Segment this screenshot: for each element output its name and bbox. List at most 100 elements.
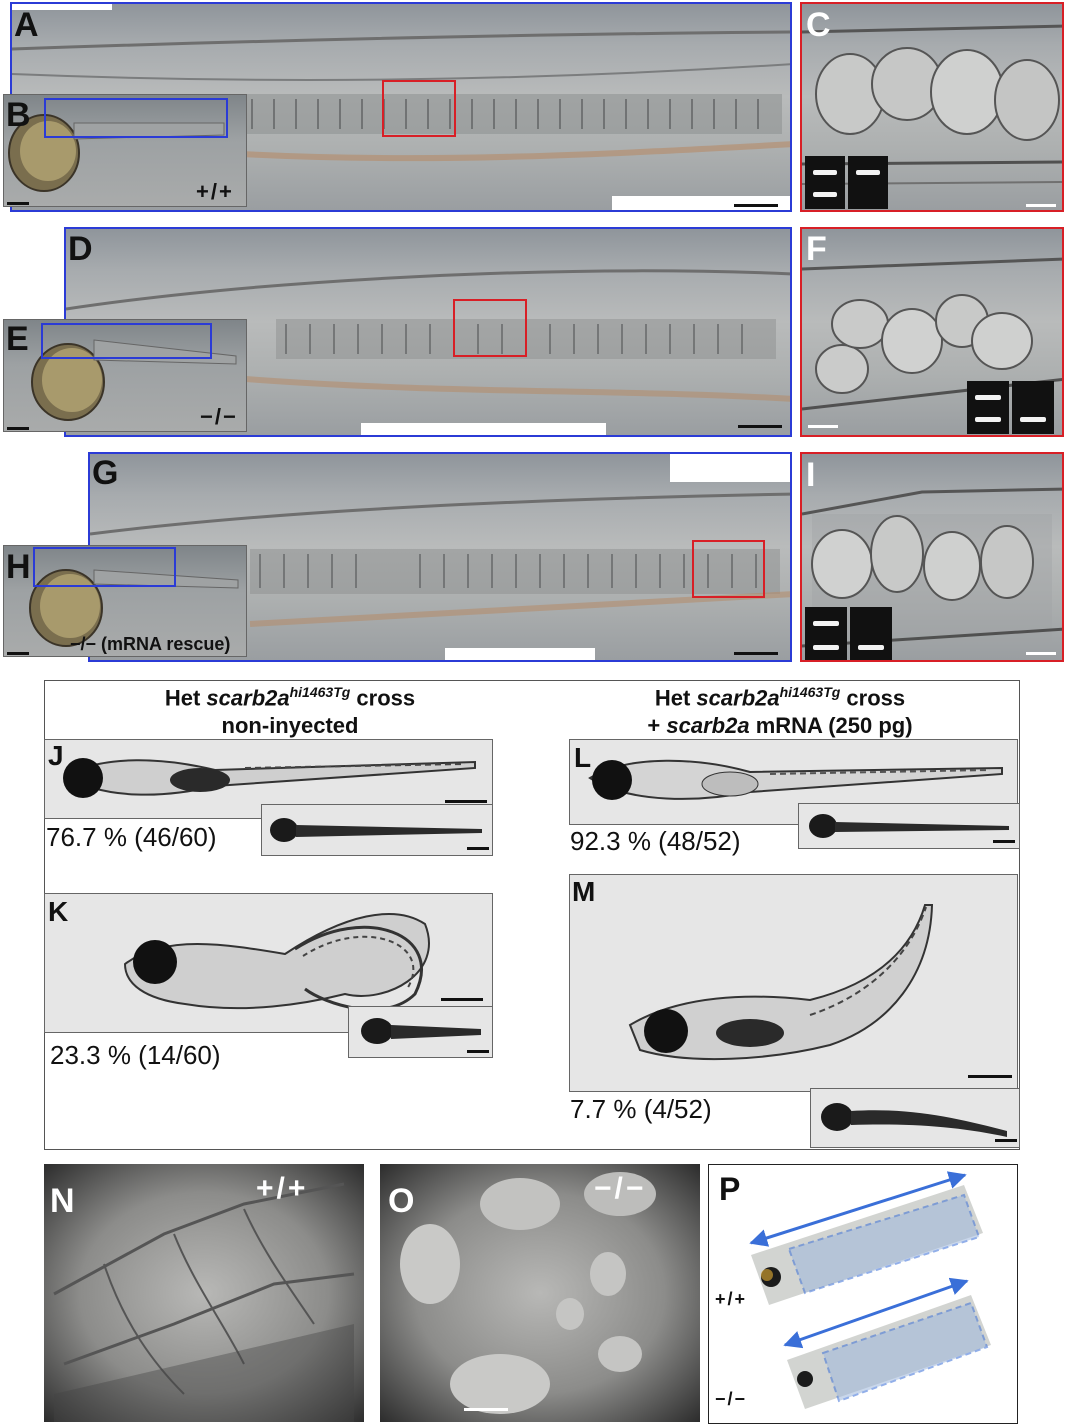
image-mask bbox=[445, 648, 595, 660]
panel-label-f: F bbox=[806, 230, 827, 268]
allele-name: hi1463Tg bbox=[779, 684, 841, 700]
panel-m-inset bbox=[810, 1088, 1020, 1148]
genotype-label: −/− bbox=[594, 1172, 647, 1205]
scale-bar bbox=[7, 202, 29, 205]
panel-m-image bbox=[569, 874, 1018, 1092]
gel-band bbox=[858, 645, 884, 650]
gel-band bbox=[975, 417, 1001, 422]
right-cross-title: Het scarb2ahi1463Tg cross bbox=[654, 684, 906, 711]
percentage-label-m: 7.7 % (4/52) bbox=[570, 1094, 712, 1124]
panel-label-k: K bbox=[48, 896, 69, 927]
gene-name: scarb2a bbox=[206, 685, 290, 711]
scale-bar bbox=[738, 425, 782, 428]
panel-b-image: +/+ bbox=[3, 94, 247, 207]
panel-e-image: −/− bbox=[3, 319, 247, 432]
panel-label-i: I bbox=[806, 456, 816, 494]
zoom-region-box bbox=[382, 80, 456, 137]
scale-bar bbox=[993, 840, 1015, 843]
gel-inset-left bbox=[805, 156, 845, 209]
scale-bar bbox=[7, 652, 29, 655]
notochord-trunk-drawing bbox=[12, 30, 790, 162]
genotype-label: +/+ bbox=[196, 179, 234, 204]
larva-dorsal-drawing bbox=[361, 1018, 481, 1044]
right-cross-subtitle: + scarb2a mRNA (250 pg) bbox=[647, 712, 913, 738]
image-mask bbox=[12, 4, 112, 10]
scale-bar bbox=[808, 425, 838, 428]
panel-k-inset bbox=[348, 1006, 493, 1058]
left-cross-subtitle: non-inyected bbox=[221, 712, 359, 738]
em-cells-drawing bbox=[400, 1172, 656, 1414]
gel-band bbox=[813, 192, 837, 197]
scale-bar bbox=[1026, 652, 1056, 655]
gel-band bbox=[813, 170, 837, 175]
allele-name: hi1463Tg bbox=[289, 684, 351, 700]
panel-label-b: B bbox=[6, 96, 31, 134]
gene-name: scarb2a bbox=[666, 712, 750, 738]
panel-label-g: G bbox=[92, 454, 119, 492]
panel-label-e: E bbox=[6, 320, 29, 358]
panel-n-image: +/+ bbox=[44, 1164, 364, 1422]
scale-bar bbox=[464, 1408, 508, 1411]
panel-p-image: P +/+ −/− bbox=[708, 1164, 1018, 1424]
panel-label-a: A bbox=[14, 6, 39, 44]
gene-name: scarb2a bbox=[696, 685, 780, 711]
vacuolated-cells-drawing bbox=[802, 257, 1062, 411]
embryo-drawing bbox=[8, 114, 225, 192]
scale-bar bbox=[968, 1075, 1012, 1078]
gel-band bbox=[1020, 417, 1046, 422]
larva-dorsal-drawing bbox=[809, 814, 1009, 838]
panel-label-p: P bbox=[719, 1171, 741, 1207]
panel-o-image: −/− bbox=[380, 1164, 700, 1422]
panel-label-h: H bbox=[6, 548, 31, 586]
genotype-label: −/− (mRNA rescue) bbox=[70, 634, 231, 654]
image-mask bbox=[361, 423, 606, 435]
scale-bar bbox=[734, 652, 778, 655]
panel-h-image: −/− (mRNA rescue) bbox=[3, 545, 247, 657]
genotype-label: −/− bbox=[200, 404, 238, 429]
panel-label-n: N bbox=[50, 1182, 75, 1220]
percentage-label-k: 23.3 % (14/60) bbox=[50, 1040, 221, 1070]
zoom-region-box bbox=[453, 299, 527, 357]
measurement-schematic bbox=[749, 1171, 991, 1409]
scale-bar bbox=[7, 427, 29, 430]
panel-label-d: D bbox=[68, 230, 93, 268]
image-mask bbox=[670, 454, 790, 482]
zoom-region-box bbox=[44, 98, 228, 138]
left-cross-caption: Het scarb2ahi1463Tg cross non-inyected bbox=[80, 684, 500, 739]
gel-band bbox=[813, 645, 839, 650]
gel-inset-right bbox=[848, 156, 888, 209]
larva-dorsal-drawing bbox=[270, 818, 482, 842]
larva-lateral-drawing bbox=[62, 758, 476, 798]
panel-i-image bbox=[800, 452, 1064, 662]
panel-label-c: C bbox=[806, 6, 831, 44]
panel-label-l: L bbox=[574, 742, 592, 773]
gel-band bbox=[813, 621, 839, 626]
larva-curved-drawing bbox=[628, 904, 934, 1061]
scale-bar bbox=[467, 847, 489, 850]
genotype-label: +/+ bbox=[256, 1172, 309, 1205]
panel-label-m: M bbox=[572, 876, 596, 907]
scale-bar bbox=[734, 204, 778, 207]
zoom-region-box bbox=[33, 547, 176, 587]
percentage-label-j: 76.7 % (46/60) bbox=[46, 822, 217, 852]
vacuolated-cells-drawing bbox=[802, 24, 1062, 185]
panel-c-image bbox=[800, 2, 1064, 212]
panel-l-inset bbox=[798, 803, 1020, 849]
scale-bar bbox=[1026, 204, 1056, 207]
scale-bar bbox=[467, 1050, 489, 1053]
gel-band bbox=[856, 170, 880, 175]
em-cells-drawing bbox=[53, 1182, 355, 1422]
zoom-region-box bbox=[41, 323, 212, 359]
notochord-trunk-drawing bbox=[90, 492, 790, 627]
gel-band bbox=[975, 395, 1001, 400]
genotype-label-bottom: −/− bbox=[715, 1389, 748, 1409]
panel-label-o: O bbox=[388, 1182, 415, 1220]
embryo-drawing bbox=[29, 569, 239, 647]
panel-f-image bbox=[800, 227, 1064, 437]
larva-dorsal-drawing bbox=[821, 1103, 1007, 1137]
scale-bar bbox=[441, 998, 483, 1001]
left-cross-title: Het scarb2ahi1463Tg cross bbox=[164, 684, 416, 711]
panel-label-j: J bbox=[48, 740, 64, 771]
right-cross-caption: Het scarb2ahi1463Tg cross + scarb2a mRNA… bbox=[590, 684, 970, 739]
panel-j-inset bbox=[261, 804, 493, 856]
